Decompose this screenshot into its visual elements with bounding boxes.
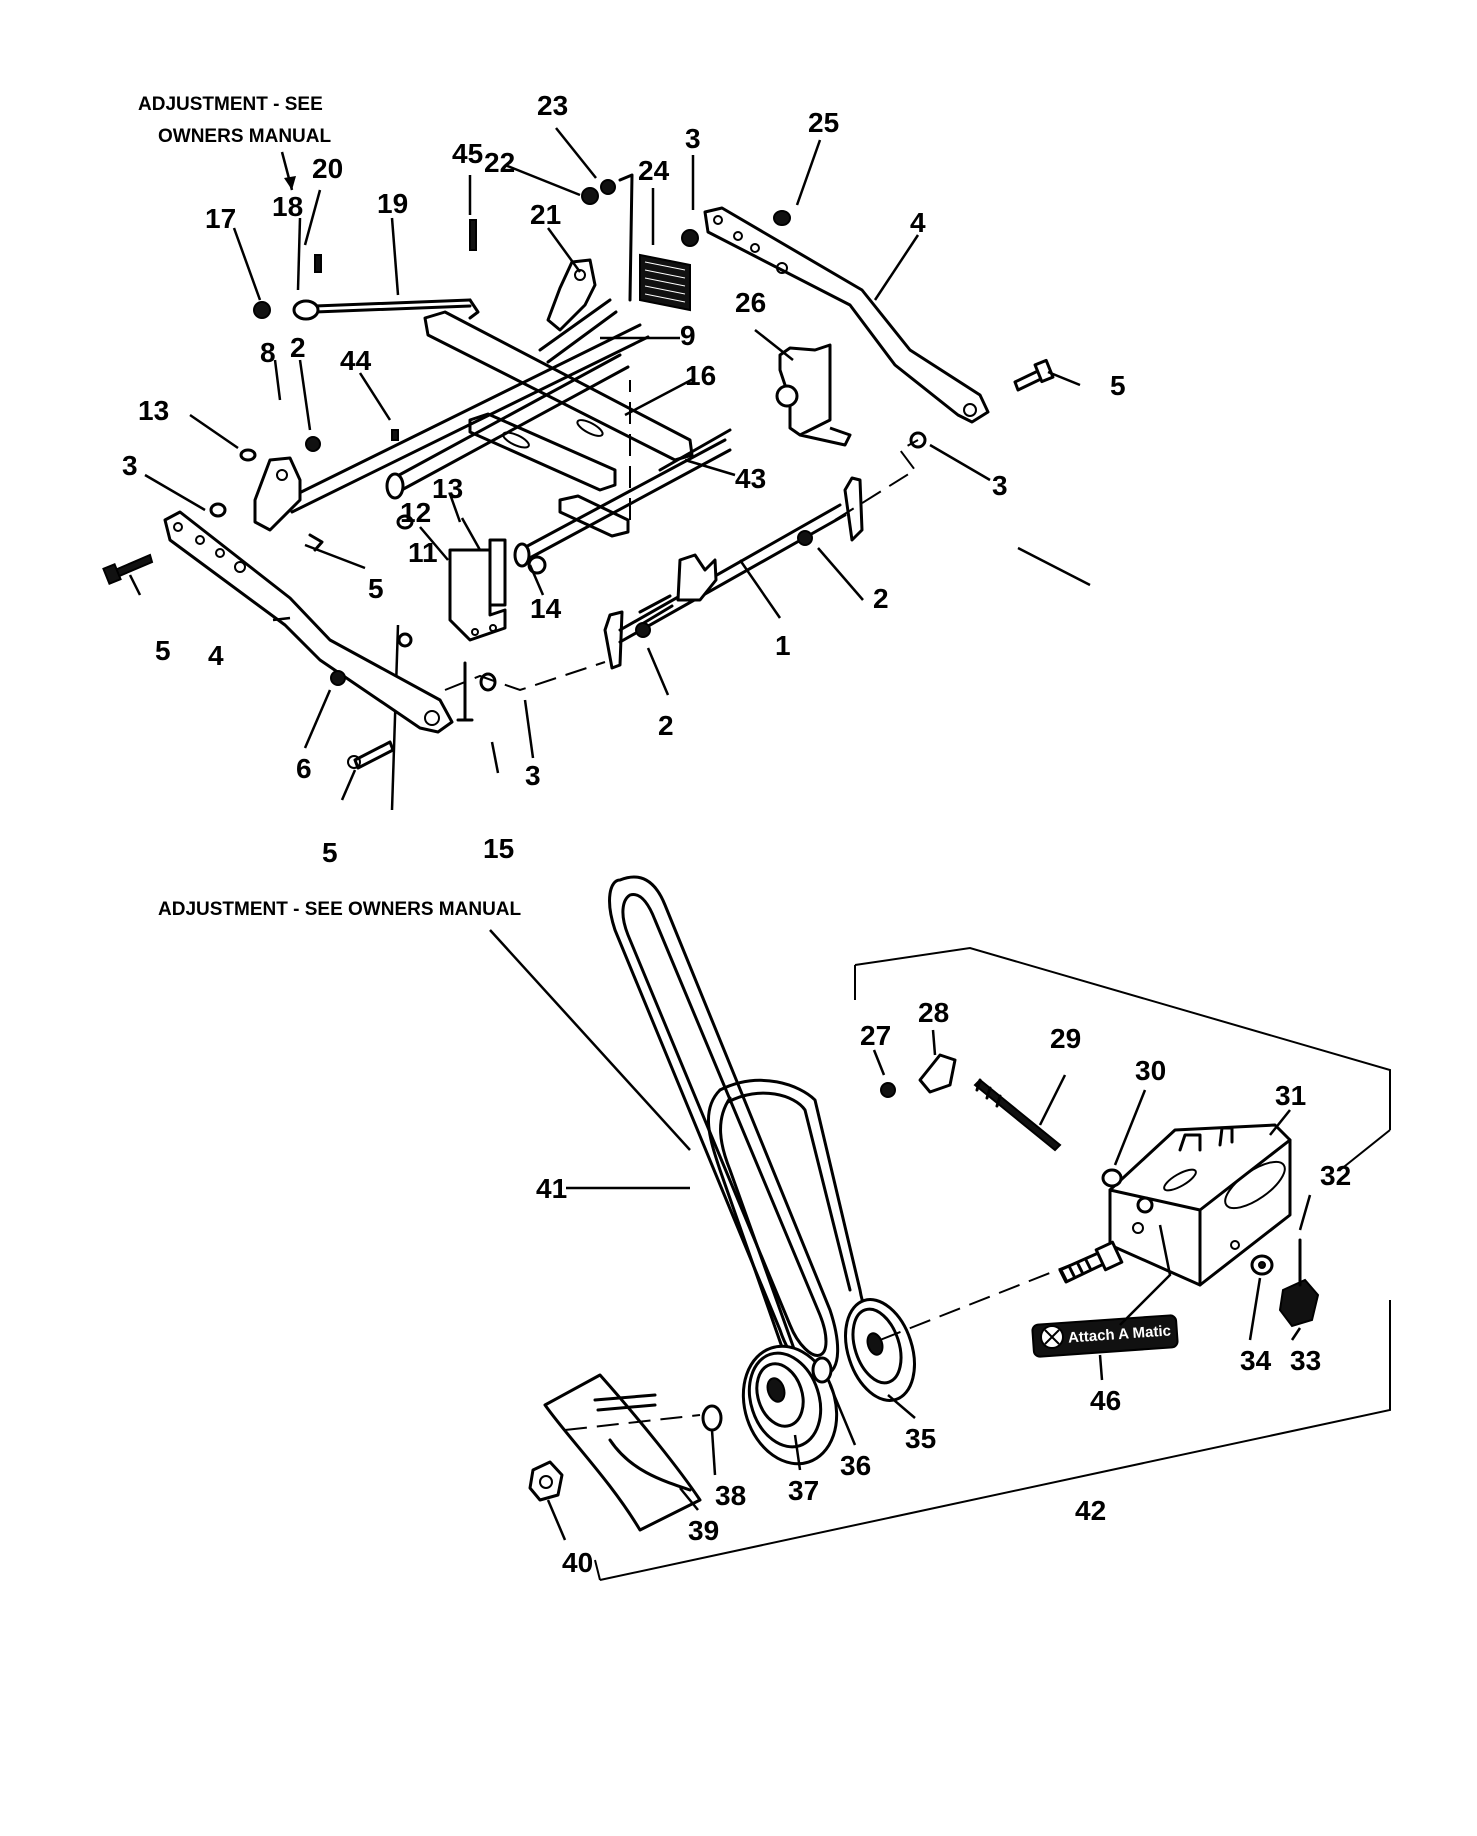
shaft-line	[564, 1264, 1071, 1431]
adjustment-note-bottom-text: ADJUSTMENT - SEE OWNERS MANUAL	[158, 899, 522, 920]
kit-outline-42	[594, 946, 1391, 1581]
bracket-21	[546, 258, 597, 332]
callout-34: 34	[1240, 1345, 1272, 1376]
callout-2-right: 2	[873, 583, 889, 614]
callout-25: 25	[808, 107, 839, 138]
callout-33: 33	[1290, 1345, 1321, 1376]
gearbox-31	[1108, 1123, 1292, 1287]
callout-29: 29	[1050, 1023, 1081, 1054]
callout-12: 12	[400, 497, 431, 528]
callout-4-right: 4	[910, 207, 926, 238]
callout-22: 22	[484, 147, 515, 178]
callout-13-mid: 13	[432, 473, 463, 504]
adjustment-note-top: ADJUSTMENT - SEE OWNERS MANUAL	[138, 94, 331, 191]
callout-28: 28	[918, 997, 949, 1028]
callout-3-top: 3	[685, 123, 701, 154]
callout-21: 21	[530, 199, 561, 230]
bolt-5-mid	[308, 533, 324, 552]
adjustment-note-top-line1: ADJUSTMENT - SEE	[138, 94, 323, 115]
callout-24: 24	[638, 155, 670, 186]
callout-46: 46	[1090, 1385, 1121, 1416]
callout-20: 20	[312, 153, 343, 184]
callout-30: 30	[1135, 1055, 1166, 1086]
callout-38: 38	[715, 1480, 746, 1511]
callout-11: 11	[408, 537, 438, 568]
belt-41	[608, 875, 840, 1378]
rods	[283, 298, 732, 568]
adjustment-note-bottom: ADJUSTMENT - SEE OWNERS MANUAL	[158, 624, 691, 1151]
callout-42: 42	[1075, 1495, 1106, 1526]
bolt-5-right	[1013, 358, 1055, 392]
main-shaft-1	[603, 476, 864, 670]
callout-39: 39	[688, 1515, 719, 1546]
callout-1: 1	[775, 630, 791, 661]
callout-3-left: 3	[122, 450, 138, 481]
bracket-26	[775, 343, 852, 447]
callout-26: 26	[735, 287, 766, 318]
bolt-5-lower	[347, 740, 395, 770]
link-arm-right	[703, 206, 990, 424]
hardware-small	[209, 179, 927, 722]
callout-32: 32	[1320, 1160, 1351, 1191]
washer-34	[1250, 1254, 1274, 1276]
parts-27-30	[880, 1053, 1123, 1188]
pulley-37	[741, 1344, 839, 1466]
callout-23: 23	[537, 90, 568, 121]
callout-16: 16	[685, 360, 716, 391]
callout-13-left: 13	[138, 395, 169, 426]
spacers	[701, 1356, 833, 1432]
callout-27: 27	[860, 1020, 891, 1051]
decal-46: Attach A Matic	[1031, 1314, 1179, 1358]
callout-8: 8	[260, 337, 276, 368]
callout-36: 36	[840, 1450, 871, 1481]
rod-19	[292, 298, 480, 321]
callout-5-right: 5	[1110, 370, 1126, 401]
gearbox-input-shaft	[1058, 1240, 1124, 1284]
bolt-5-left	[102, 553, 154, 585]
callout-5-mid: 5	[368, 573, 384, 604]
bracket-8	[253, 456, 302, 532]
callout-14: 14	[530, 593, 562, 624]
callout-19: 19	[377, 188, 408, 219]
spring-24	[618, 173, 691, 312]
callout-15: 15	[483, 833, 514, 864]
callout-3-bottom: 3	[525, 760, 541, 791]
callout-3-right: 3	[992, 470, 1008, 501]
callout-17: 17	[205, 203, 236, 234]
callout-6: 6	[296, 753, 312, 784]
callout-2-left: 2	[290, 332, 306, 363]
callout-35: 35	[905, 1423, 936, 1454]
callout-5-bottom: 5	[322, 837, 338, 868]
callout-labels: 23 22 24 3 25 4 26 5 3 2 9 16 43 1 2 17 …	[122, 90, 1351, 1578]
link-arm-left	[163, 510, 454, 734]
callout-37: 37	[788, 1475, 819, 1506]
frame-plate-16	[423, 310, 694, 538]
callout-5-left: 5	[155, 635, 171, 666]
callout-41: 41	[536, 1173, 567, 1204]
pulley-35	[844, 1298, 916, 1402]
callout-2-bottom: 2	[658, 710, 674, 741]
callout-9: 9	[680, 320, 696, 351]
callout-4-left: 4	[208, 640, 224, 671]
belt-guard-39	[543, 1373, 702, 1532]
callout-40: 40	[562, 1547, 593, 1578]
nut-40	[528, 1460, 564, 1502]
knob-33	[1278, 1238, 1320, 1328]
bracket-12	[448, 538, 507, 642]
callout-43: 43	[735, 463, 766, 494]
adjustment-note-top-line2: OWNERS MANUAL	[158, 126, 331, 147]
dashed-lines	[444, 380, 919, 692]
callout-31: 31	[1275, 1080, 1306, 1111]
callout-18: 18	[272, 191, 303, 222]
callout-44: 44	[340, 345, 372, 376]
callout-leaders	[128, 127, 1312, 1541]
callout-45: 45	[452, 138, 483, 169]
